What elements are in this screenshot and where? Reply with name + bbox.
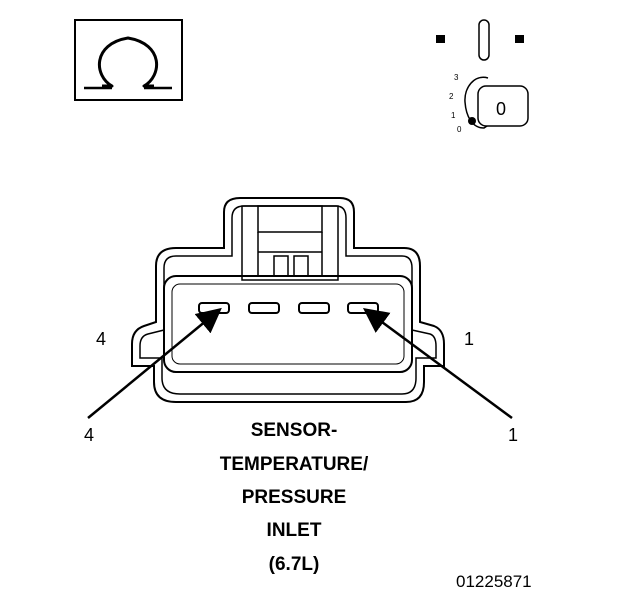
caption-line-3: PRESSURE bbox=[242, 487, 347, 508]
pin-label-left: 4 bbox=[96, 329, 106, 349]
key-position-dot-icon bbox=[468, 117, 476, 125]
indicator-left-icon bbox=[436, 35, 445, 43]
figure-id: 01225871 bbox=[456, 572, 532, 591]
caption-line-4: INLET bbox=[267, 520, 322, 541]
key-slot-icon bbox=[478, 19, 490, 61]
ignition-pos-1: 1 bbox=[451, 111, 456, 120]
key-head-icon bbox=[477, 85, 529, 127]
pin-4 bbox=[198, 302, 230, 314]
ohm-icon bbox=[74, 19, 183, 101]
pin-2 bbox=[298, 302, 330, 314]
connector-body bbox=[131, 197, 445, 403]
callout-arrow-right bbox=[362, 308, 513, 420]
ignition-pos-0: 0 bbox=[457, 125, 462, 134]
ignition-pos-3: 3 bbox=[454, 73, 459, 82]
callout-label-left: 4 bbox=[84, 425, 94, 445]
callout-label-right: 1 bbox=[508, 425, 518, 445]
caption-line-5: (6.7L) bbox=[269, 554, 320, 575]
connector-pins bbox=[198, 302, 379, 314]
pin-label-right: 1 bbox=[464, 329, 474, 349]
key-position-label: 0 bbox=[496, 99, 506, 119]
pin-3 bbox=[248, 302, 280, 314]
ignition-key-icon: 3 2 1 0 0 bbox=[436, 19, 529, 134]
callout-arrow-left bbox=[87, 307, 222, 419]
pin-1 bbox=[347, 302, 379, 314]
ignition-pos-2: 2 bbox=[449, 92, 454, 101]
key-cylinder-icon bbox=[464, 76, 491, 129]
caption-line-1: SENSOR- bbox=[251, 420, 338, 441]
caption: SENSOR- TEMPERATURE/ PRESSURE INLET (6.7… bbox=[220, 420, 369, 575]
indicator-right-icon bbox=[515, 35, 524, 43]
caption-line-2: TEMPERATURE/ bbox=[220, 454, 369, 475]
